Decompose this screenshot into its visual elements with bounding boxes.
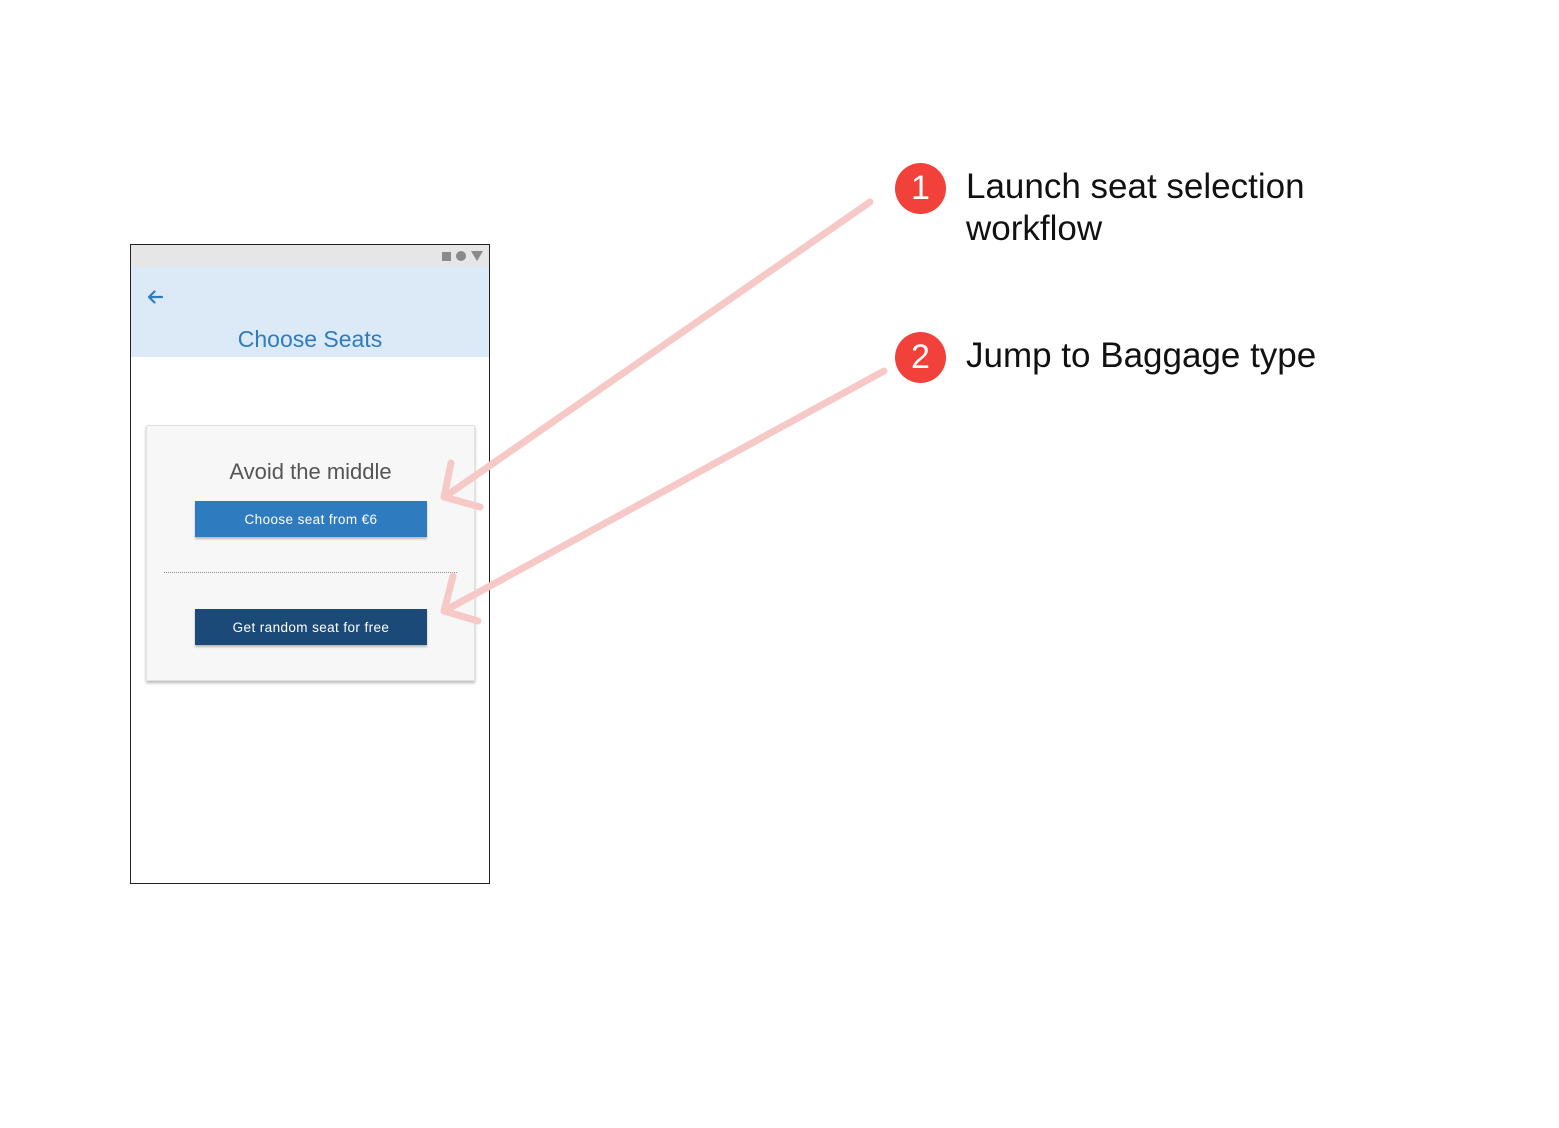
phone-mockup: Choose Seats Avoid the middle Choose sea… <box>130 244 490 884</box>
random-seat-button[interactable]: Get random seat for free <box>195 609 427 645</box>
arrow-1-head <box>440 459 484 511</box>
arrow-left-icon <box>147 290 164 304</box>
status-icons <box>442 251 483 261</box>
status-bar <box>131 245 489 267</box>
step-badge: 2 <box>895 332 946 383</box>
triangle-icon <box>471 251 483 261</box>
callout-text: Launch seat selection workflow <box>966 167 1305 248</box>
circle-icon <box>456 251 466 261</box>
callout-2: 2 Jump to Baggage type <box>895 332 1386 383</box>
divider <box>164 572 457 573</box>
back-button[interactable] <box>141 283 169 311</box>
card-title: Avoid the middle <box>229 459 392 484</box>
app-bar: Choose Seats <box>131 267 489 357</box>
callout-text: Jump to Baggage type <box>966 336 1317 375</box>
page-title: Choose Seats <box>237 326 383 352</box>
step-badge: 1 <box>895 163 946 214</box>
seat-option-card: Avoid the middle Choose seat from €6 Get… <box>146 425 475 681</box>
choose-seat-button[interactable]: Choose seat from €6 <box>195 501 427 537</box>
square-icon <box>442 251 451 261</box>
arrow-1-shaft <box>442 198 874 500</box>
callout-1: 1 Launch seat selection workflow <box>895 163 1356 250</box>
arrow-2-head <box>440 572 482 625</box>
arrow-2-shaft <box>442 367 888 614</box>
